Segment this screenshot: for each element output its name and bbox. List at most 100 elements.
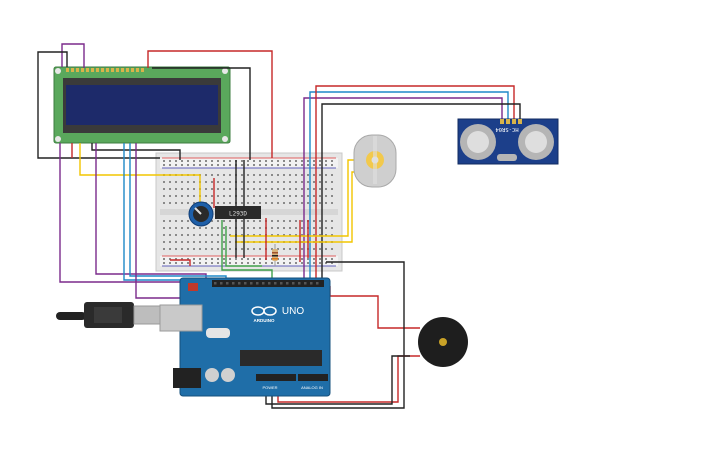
breadboard-hole[interactable] xyxy=(169,164,171,166)
breadboard-hole[interactable] xyxy=(253,220,255,222)
breadboard-hole[interactable] xyxy=(223,195,225,197)
breadboard-hole[interactable] xyxy=(295,174,297,176)
breadboard-hole[interactable] xyxy=(217,220,219,222)
breadboard-hole[interactable] xyxy=(307,160,309,162)
breadboard-hole[interactable] xyxy=(229,195,231,197)
breadboard-hole[interactable] xyxy=(217,160,219,162)
breadboard-hole[interactable] xyxy=(259,160,261,162)
breadboard-hole[interactable] xyxy=(301,258,303,260)
breadboard-hole[interactable] xyxy=(199,262,201,264)
breadboard-hole[interactable] xyxy=(175,248,177,250)
breadboard-hole[interactable] xyxy=(199,160,201,162)
breadboard-hole[interactable] xyxy=(205,241,207,243)
breadboard-hole[interactable] xyxy=(331,262,333,264)
breadboard-hole[interactable] xyxy=(187,220,189,222)
breadboard-hole[interactable] xyxy=(223,188,225,190)
breadboard-hole[interactable] xyxy=(271,202,273,204)
breadboard-hole[interactable] xyxy=(295,160,297,162)
breadboard-hole[interactable] xyxy=(175,164,177,166)
breadboard-hole[interactable] xyxy=(211,202,213,204)
breadboard-hole[interactable] xyxy=(295,262,297,264)
breadboard-hole[interactable] xyxy=(325,220,327,222)
breadboard-hole[interactable] xyxy=(169,160,171,162)
breadboard-hole[interactable] xyxy=(193,227,195,229)
breadboard-hole[interactable] xyxy=(235,258,237,260)
breadboard-hole[interactable] xyxy=(211,188,213,190)
breadboard-hole[interactable] xyxy=(175,220,177,222)
breadboard-hole[interactable] xyxy=(163,160,165,162)
breadboard-hole[interactable] xyxy=(277,164,279,166)
breadboard-hole[interactable] xyxy=(277,234,279,236)
breadboard-hole[interactable] xyxy=(223,234,225,236)
breadboard-hole[interactable] xyxy=(229,160,231,162)
breadboard-hole[interactable] xyxy=(259,202,261,204)
resistor[interactable] xyxy=(272,244,278,266)
header-pin[interactable] xyxy=(256,282,259,285)
breadboard-hole[interactable] xyxy=(295,227,297,229)
breadboard-hole[interactable] xyxy=(175,195,177,197)
breadboard-hole[interactable] xyxy=(211,164,213,166)
breadboard-hole[interactable] xyxy=(301,262,303,264)
breadboard-hole[interactable] xyxy=(247,262,249,264)
breadboard-hole[interactable] xyxy=(247,160,249,162)
header-pin[interactable] xyxy=(226,282,229,285)
breadboard-hole[interactable] xyxy=(271,164,273,166)
breadboard-hole[interactable] xyxy=(187,227,189,229)
breadboard-hole[interactable] xyxy=(319,220,321,222)
breadboard-hole[interactable] xyxy=(241,258,243,260)
breadboard-hole[interactable] xyxy=(289,164,291,166)
breadboard-hole[interactable] xyxy=(187,181,189,183)
header-pin[interactable] xyxy=(250,282,253,285)
breadboard-hole[interactable] xyxy=(331,234,333,236)
breadboard-hole[interactable] xyxy=(205,164,207,166)
breadboard-hole[interactable] xyxy=(229,258,231,260)
breadboard-hole[interactable] xyxy=(175,241,177,243)
breadboard-hole[interactable] xyxy=(301,181,303,183)
breadboard-hole[interactable] xyxy=(199,234,201,236)
breadboard-hole[interactable] xyxy=(331,195,333,197)
header-pin[interactable] xyxy=(292,282,295,285)
breadboard-hole[interactable] xyxy=(331,164,333,166)
breadboard-hole[interactable] xyxy=(331,202,333,204)
breadboard-hole[interactable] xyxy=(193,202,195,204)
breadboard-hole[interactable] xyxy=(247,248,249,250)
breadboard-hole[interactable] xyxy=(301,160,303,162)
breadboard-hole[interactable] xyxy=(265,174,267,176)
header-pin[interactable] xyxy=(268,282,271,285)
breadboard-hole[interactable] xyxy=(205,248,207,250)
breadboard-hole[interactable] xyxy=(199,258,201,260)
breadboard-hole[interactable] xyxy=(175,234,177,236)
breadboard-hole[interactable] xyxy=(181,262,183,264)
breadboard-hole[interactable] xyxy=(331,181,333,183)
breadboard-hole[interactable] xyxy=(265,164,267,166)
breadboard-hole[interactable] xyxy=(301,164,303,166)
breadboard-hole[interactable] xyxy=(259,220,261,222)
breadboard-hole[interactable] xyxy=(205,195,207,197)
breadboard-hole[interactable] xyxy=(223,258,225,260)
breadboard-hole[interactable] xyxy=(193,160,195,162)
breadboard-hole[interactable] xyxy=(163,262,165,264)
breadboard-hole[interactable] xyxy=(181,220,183,222)
breadboard-hole[interactable] xyxy=(241,174,243,176)
header-pin[interactable] xyxy=(280,282,283,285)
breadboard-hole[interactable] xyxy=(181,241,183,243)
breadboard-hole[interactable] xyxy=(319,174,321,176)
breadboard-hole[interactable] xyxy=(307,258,309,260)
breadboard-hole[interactable] xyxy=(319,258,321,260)
breadboard-hole[interactable] xyxy=(163,220,165,222)
breadboard-hole[interactable] xyxy=(205,227,207,229)
breadboard-hole[interactable] xyxy=(283,258,285,260)
breadboard-hole[interactable] xyxy=(181,164,183,166)
breadboard-hole[interactable] xyxy=(331,188,333,190)
breadboard-hole[interactable] xyxy=(241,227,243,229)
breadboard-hole[interactable] xyxy=(241,188,243,190)
breadboard-hole[interactable] xyxy=(211,227,213,229)
breadboard-hole[interactable] xyxy=(271,174,273,176)
breadboard-hole[interactable] xyxy=(247,258,249,260)
breadboard-hole[interactable] xyxy=(211,220,213,222)
breadboard-hole[interactable] xyxy=(247,234,249,236)
breadboard-hole[interactable] xyxy=(265,202,267,204)
breadboard-hole[interactable] xyxy=(205,174,207,176)
breadboard-hole[interactable] xyxy=(163,181,165,183)
breadboard-hole[interactable] xyxy=(313,160,315,162)
